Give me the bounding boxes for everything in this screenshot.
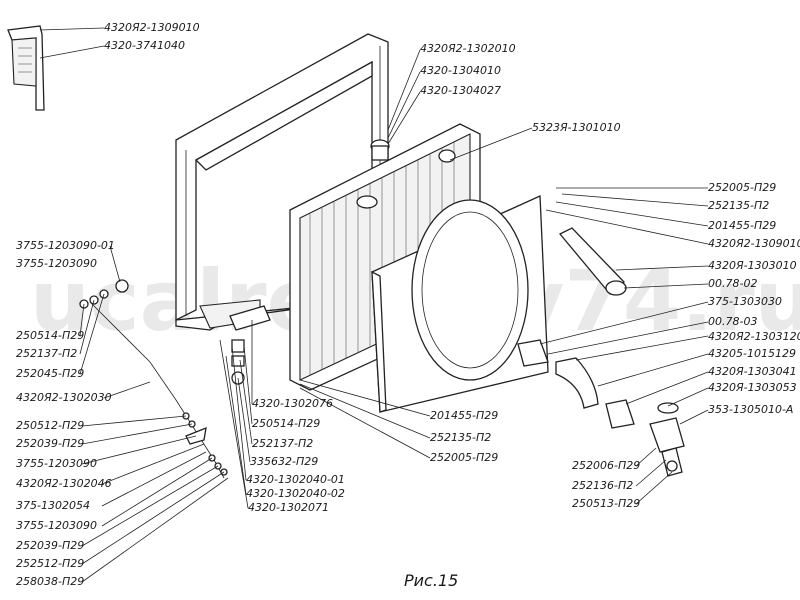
lower-hose-part: [517, 339, 685, 477]
bracket-part: [7, 25, 45, 111]
label-top-a: 4320Я2-1309010: [104, 21, 200, 34]
label-cap-b: 4320-1304010: [420, 64, 501, 77]
label-l14: 252512-П29: [16, 557, 84, 570]
label-m2: 252135-П2: [430, 431, 491, 444]
part-labels: 4320Я2-1309010 4320-3741040 4320Я2-13020…: [16, 21, 800, 590]
label-core: 5323Я-1301010: [532, 121, 621, 134]
label-c4: 335632-П29: [250, 455, 318, 468]
label-l8: 252039-П29: [16, 437, 84, 450]
label-l1: 3755-1203090-01: [16, 239, 115, 252]
label-l2: 3755-1203090: [16, 257, 97, 270]
leader-lines: [39, 27, 709, 583]
label-b3: 250513-П29: [572, 497, 640, 510]
label-r3: 201455-П29: [708, 219, 776, 232]
figure-caption: Рис.15: [404, 571, 458, 590]
label-r4: 4320Я2-1309010: [708, 237, 800, 250]
label-b1: 252006-П29: [572, 459, 640, 472]
label-r8: 00.78-03: [708, 315, 757, 328]
label-l3: 250514-П29: [16, 329, 84, 342]
label-c1: 4320-1302076: [252, 397, 333, 410]
label-r11: 4320Я-1303041: [708, 365, 797, 378]
label-l7: 250512-П29: [16, 419, 84, 432]
label-c3: 252137-П2: [252, 437, 313, 450]
label-cap-a: 4320Я2-1302010: [420, 42, 516, 55]
label-l15: 258038-П29: [16, 575, 84, 588]
label-cap-c: 4320-1304027: [420, 84, 501, 97]
label-r6: 00.78-02: [708, 277, 757, 290]
label-c2: 250514-П29: [252, 417, 320, 430]
label-b2: 252136-П2: [572, 479, 633, 492]
label-m1: 201455-П29: [430, 409, 498, 422]
label-l9: 3755-1203090: [16, 457, 97, 470]
label-r1: 252005-П29: [708, 181, 776, 194]
label-r9: 4320Я2-1303120: [708, 330, 800, 343]
label-l12: 3755-1203090: [16, 519, 97, 532]
fan-shroud-part: [371, 195, 549, 413]
label-l6: 4320Я2-1302030: [16, 391, 112, 404]
label-c7: 4320-1302071: [248, 501, 329, 514]
label-top-b: 4320-3741040: [104, 39, 185, 52]
label-l10: 4320Я2-1302046: [16, 477, 112, 490]
label-l11: 375-1302054: [16, 499, 90, 512]
label-l13: 252039-П29: [16, 539, 84, 552]
label-r10: 43205-1015129: [708, 347, 796, 360]
label-r13: 353-1305010-А: [708, 403, 793, 416]
label-r7: 375-1303030: [708, 295, 782, 308]
label-c6: 4320-1302040-02: [246, 487, 345, 500]
label-c5: 4320-1302040-01: [246, 473, 345, 486]
label-l5: 252045-П29: [16, 367, 84, 380]
label-l4: 252137-П2: [16, 347, 77, 360]
label-m3: 252005-П29: [430, 451, 498, 464]
label-r12: 4320Я-1303053: [708, 381, 797, 394]
label-r5: 4320Я-1303010: [708, 259, 797, 272]
upper-hose-part: [558, 227, 627, 296]
label-r2: 252135-П2: [708, 199, 769, 212]
